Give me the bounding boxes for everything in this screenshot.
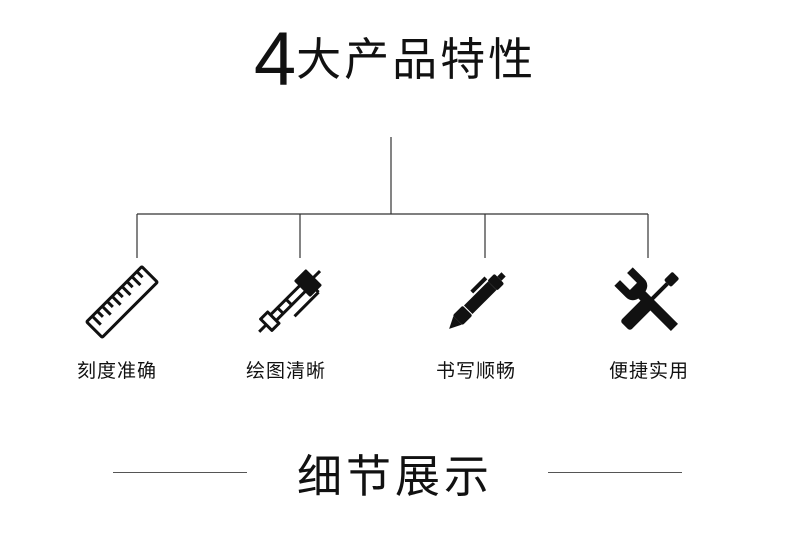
feature-label-practical: 便捷实用 [608,360,689,382]
divider-right [548,472,682,473]
ruler-icon [85,265,159,339]
heading-text: 大产品特性 [296,33,537,86]
section-title: 细节展示 [296,450,493,503]
feature-label-accuracy: 刻度准确 [76,360,157,382]
heading-number: 4 [253,17,297,102]
main-heading: 4大产品特性 [0,18,790,102]
drafting-compass-icon [258,269,322,333]
feature-label-smooth-writing: 书写顺畅 [435,360,516,382]
feature-label-clear-drawing: 绘图清晰 [245,360,326,382]
pen-icon [449,272,506,329]
divider-left [113,472,247,473]
wrench-screwdriver-icon [614,267,679,331]
